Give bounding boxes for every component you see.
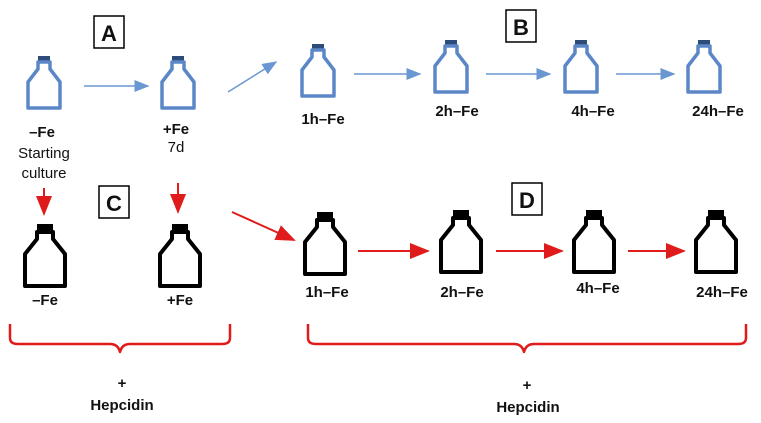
panel-a-letter: A	[101, 21, 117, 46]
right-treatment-label: Hepcidin	[496, 399, 559, 416]
start-caption-line2: culture	[21, 165, 66, 182]
left-treatment-plus: +	[118, 375, 127, 392]
blue-bottle-4h	[563, 40, 599, 94]
black-bottle-minus-fe	[23, 224, 67, 288]
blue-bottle-2h	[433, 40, 469, 94]
right-treatment-plus: +	[523, 377, 532, 394]
black-bottle-4h	[572, 210, 616, 274]
left-brace	[8, 324, 232, 354]
bottom-timepoint-4h: 4h–Fe	[576, 280, 619, 297]
blue-bottle-start	[26, 56, 62, 110]
panel-b-letter: B	[513, 15, 529, 40]
blue-arrow-loaded-to-1h	[227, 61, 278, 93]
red-arrow-diagonal	[231, 211, 296, 241]
start-caption-line1: Starting	[18, 145, 70, 162]
black-bottle-2h	[439, 210, 483, 274]
bottom-timepoint-1h: 1h–Fe	[305, 284, 348, 301]
panel-c-box: C	[98, 185, 130, 219]
panel-a-box: A	[93, 15, 125, 49]
blue-bottle-loaded	[160, 56, 196, 110]
panel-b-box: B	[505, 9, 537, 43]
black-bottle-plus-fe	[158, 224, 202, 288]
loaded-label: +Fe	[163, 121, 189, 138]
right-brace	[306, 324, 748, 354]
bottom-label-minus-fe: –Fe	[32, 292, 58, 309]
blue-bottle-24h	[686, 40, 722, 94]
panel-d-box: D	[511, 182, 543, 216]
start-label: –Fe	[29, 124, 55, 141]
top-timepoint-24h: 24h–Fe	[692, 103, 744, 120]
bottom-timepoint-2h: 2h–Fe	[440, 284, 483, 301]
loaded-caption: 7d	[168, 139, 185, 156]
panel-c-letter: C	[106, 191, 122, 216]
top-timepoint-1h: 1h–Fe	[301, 111, 344, 128]
bottom-timepoint-24h: 24h–Fe	[696, 284, 748, 301]
black-bottle-24h	[694, 210, 738, 274]
panel-d-letter: D	[519, 188, 535, 213]
blue-bottle-1h	[300, 44, 336, 98]
top-timepoint-2h: 2h–Fe	[435, 103, 478, 120]
top-timepoint-4h: 4h–Fe	[571, 103, 614, 120]
left-treatment-label: Hepcidin	[90, 397, 153, 414]
bottom-label-plus-fe: +Fe	[167, 292, 193, 309]
black-bottle-1h	[303, 212, 347, 276]
